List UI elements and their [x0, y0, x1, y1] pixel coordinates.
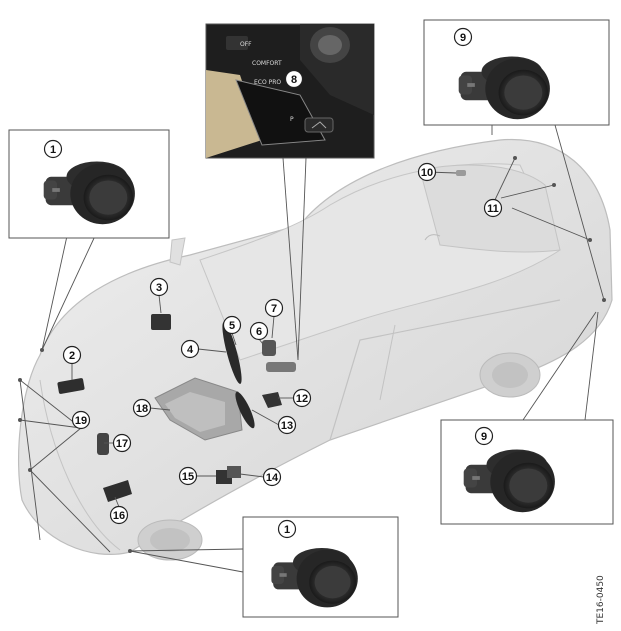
- callout-8: 8: [286, 71, 303, 88]
- svg-text:5: 5: [229, 320, 235, 332]
- svg-text:12: 12: [296, 393, 308, 405]
- svg-text:3: 3: [156, 282, 162, 294]
- callout-11: 11: [485, 200, 502, 217]
- svg-text:16: 16: [113, 510, 125, 522]
- svg-text:8: 8: [291, 74, 297, 86]
- svg-text:7: 7: [271, 303, 277, 315]
- callout-5: 5: [224, 317, 241, 334]
- svg-text:11: 11: [487, 203, 499, 215]
- svg-text:4: 4: [187, 344, 194, 356]
- camera-icon: [97, 433, 109, 455]
- callout-6: 6: [251, 323, 268, 340]
- console-label-comfort: COMFORT: [252, 60, 282, 67]
- callout-15: 15: [180, 468, 197, 485]
- callout-1-front-top: 1: [45, 141, 62, 158]
- svg-text:9: 9: [481, 431, 487, 443]
- sensor-inset-rear-bottom: [441, 420, 613, 524]
- svg-text:18: 18: [136, 403, 148, 415]
- callout-9-rear-bottom: 9: [476, 428, 493, 445]
- svg-text:1: 1: [284, 524, 290, 536]
- callout-19: 19: [73, 412, 90, 429]
- svg-text:6: 6: [256, 326, 262, 338]
- callout-17: 17: [114, 435, 131, 452]
- svg-text:13: 13: [281, 420, 293, 432]
- svg-text:9: 9: [460, 32, 466, 44]
- svg-text:10: 10: [421, 167, 433, 179]
- console-label-eco-pro: ECO PRO: [254, 79, 281, 86]
- callout-18: 18: [134, 400, 151, 417]
- callout-12: 12: [294, 390, 311, 407]
- svg-text:14: 14: [266, 472, 279, 484]
- callout-10: 10: [419, 164, 436, 181]
- svg-text:17: 17: [116, 438, 128, 450]
- gear-selector-icon: [305, 118, 333, 132]
- sensor-inset-front-bottom: [243, 517, 398, 617]
- console-label-off: OFF: [240, 41, 252, 48]
- svg-text:15: 15: [182, 471, 194, 483]
- callout-2: 2: [64, 347, 81, 364]
- callout-7: 7: [266, 300, 283, 317]
- callout-9-rear-top: 9: [455, 29, 472, 46]
- console-inset: OFF COMFORT ECO PRO P: [206, 24, 374, 158]
- callout-1-front-bottom: 1: [279, 521, 296, 538]
- svg-text:1: 1: [50, 144, 56, 156]
- svg-text:2: 2: [69, 350, 75, 362]
- sensor-inset-rear-top: [424, 20, 609, 125]
- callout-4: 4: [182, 341, 199, 358]
- sensor-inset-front-top: [9, 130, 169, 238]
- console-label-p: P: [290, 116, 294, 123]
- callout-16: 16: [111, 507, 128, 524]
- callout-3: 3: [151, 279, 168, 296]
- callout-13: 13: [279, 417, 296, 434]
- control-unit-icon: [151, 314, 171, 330]
- figure-reference-code: TE16-0450: [596, 584, 610, 624]
- callout-14: 14: [264, 469, 281, 486]
- svg-text:19: 19: [75, 415, 87, 427]
